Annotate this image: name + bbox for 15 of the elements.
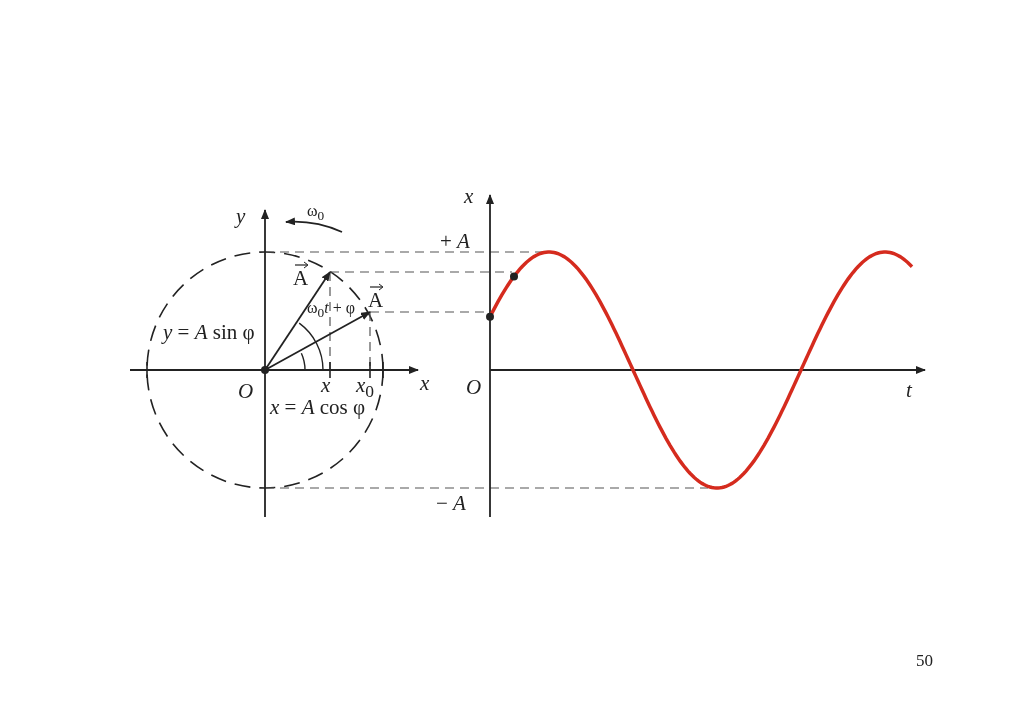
axis-label: y bbox=[236, 206, 246, 227]
origin-label: O bbox=[238, 381, 254, 402]
page-number: 50 bbox=[916, 652, 933, 669]
origin-label: O bbox=[466, 377, 482, 398]
axis-label: x bbox=[464, 186, 474, 207]
axis-label: t bbox=[906, 380, 912, 401]
amplitude-label: − A bbox=[436, 493, 466, 514]
phase-label: ω$_{0}$t + φ bbox=[307, 300, 355, 320]
axis-label: x bbox=[420, 373, 430, 394]
vector-label: A bbox=[293, 268, 309, 289]
coordinate-label: x bbox=[321, 375, 331, 396]
amplitude-label: + A bbox=[440, 231, 470, 252]
vector-label: A bbox=[368, 290, 384, 311]
formula: y = A sin φ bbox=[163, 322, 255, 343]
angular-velocity-label: ω$_{0}$ bbox=[307, 203, 325, 223]
